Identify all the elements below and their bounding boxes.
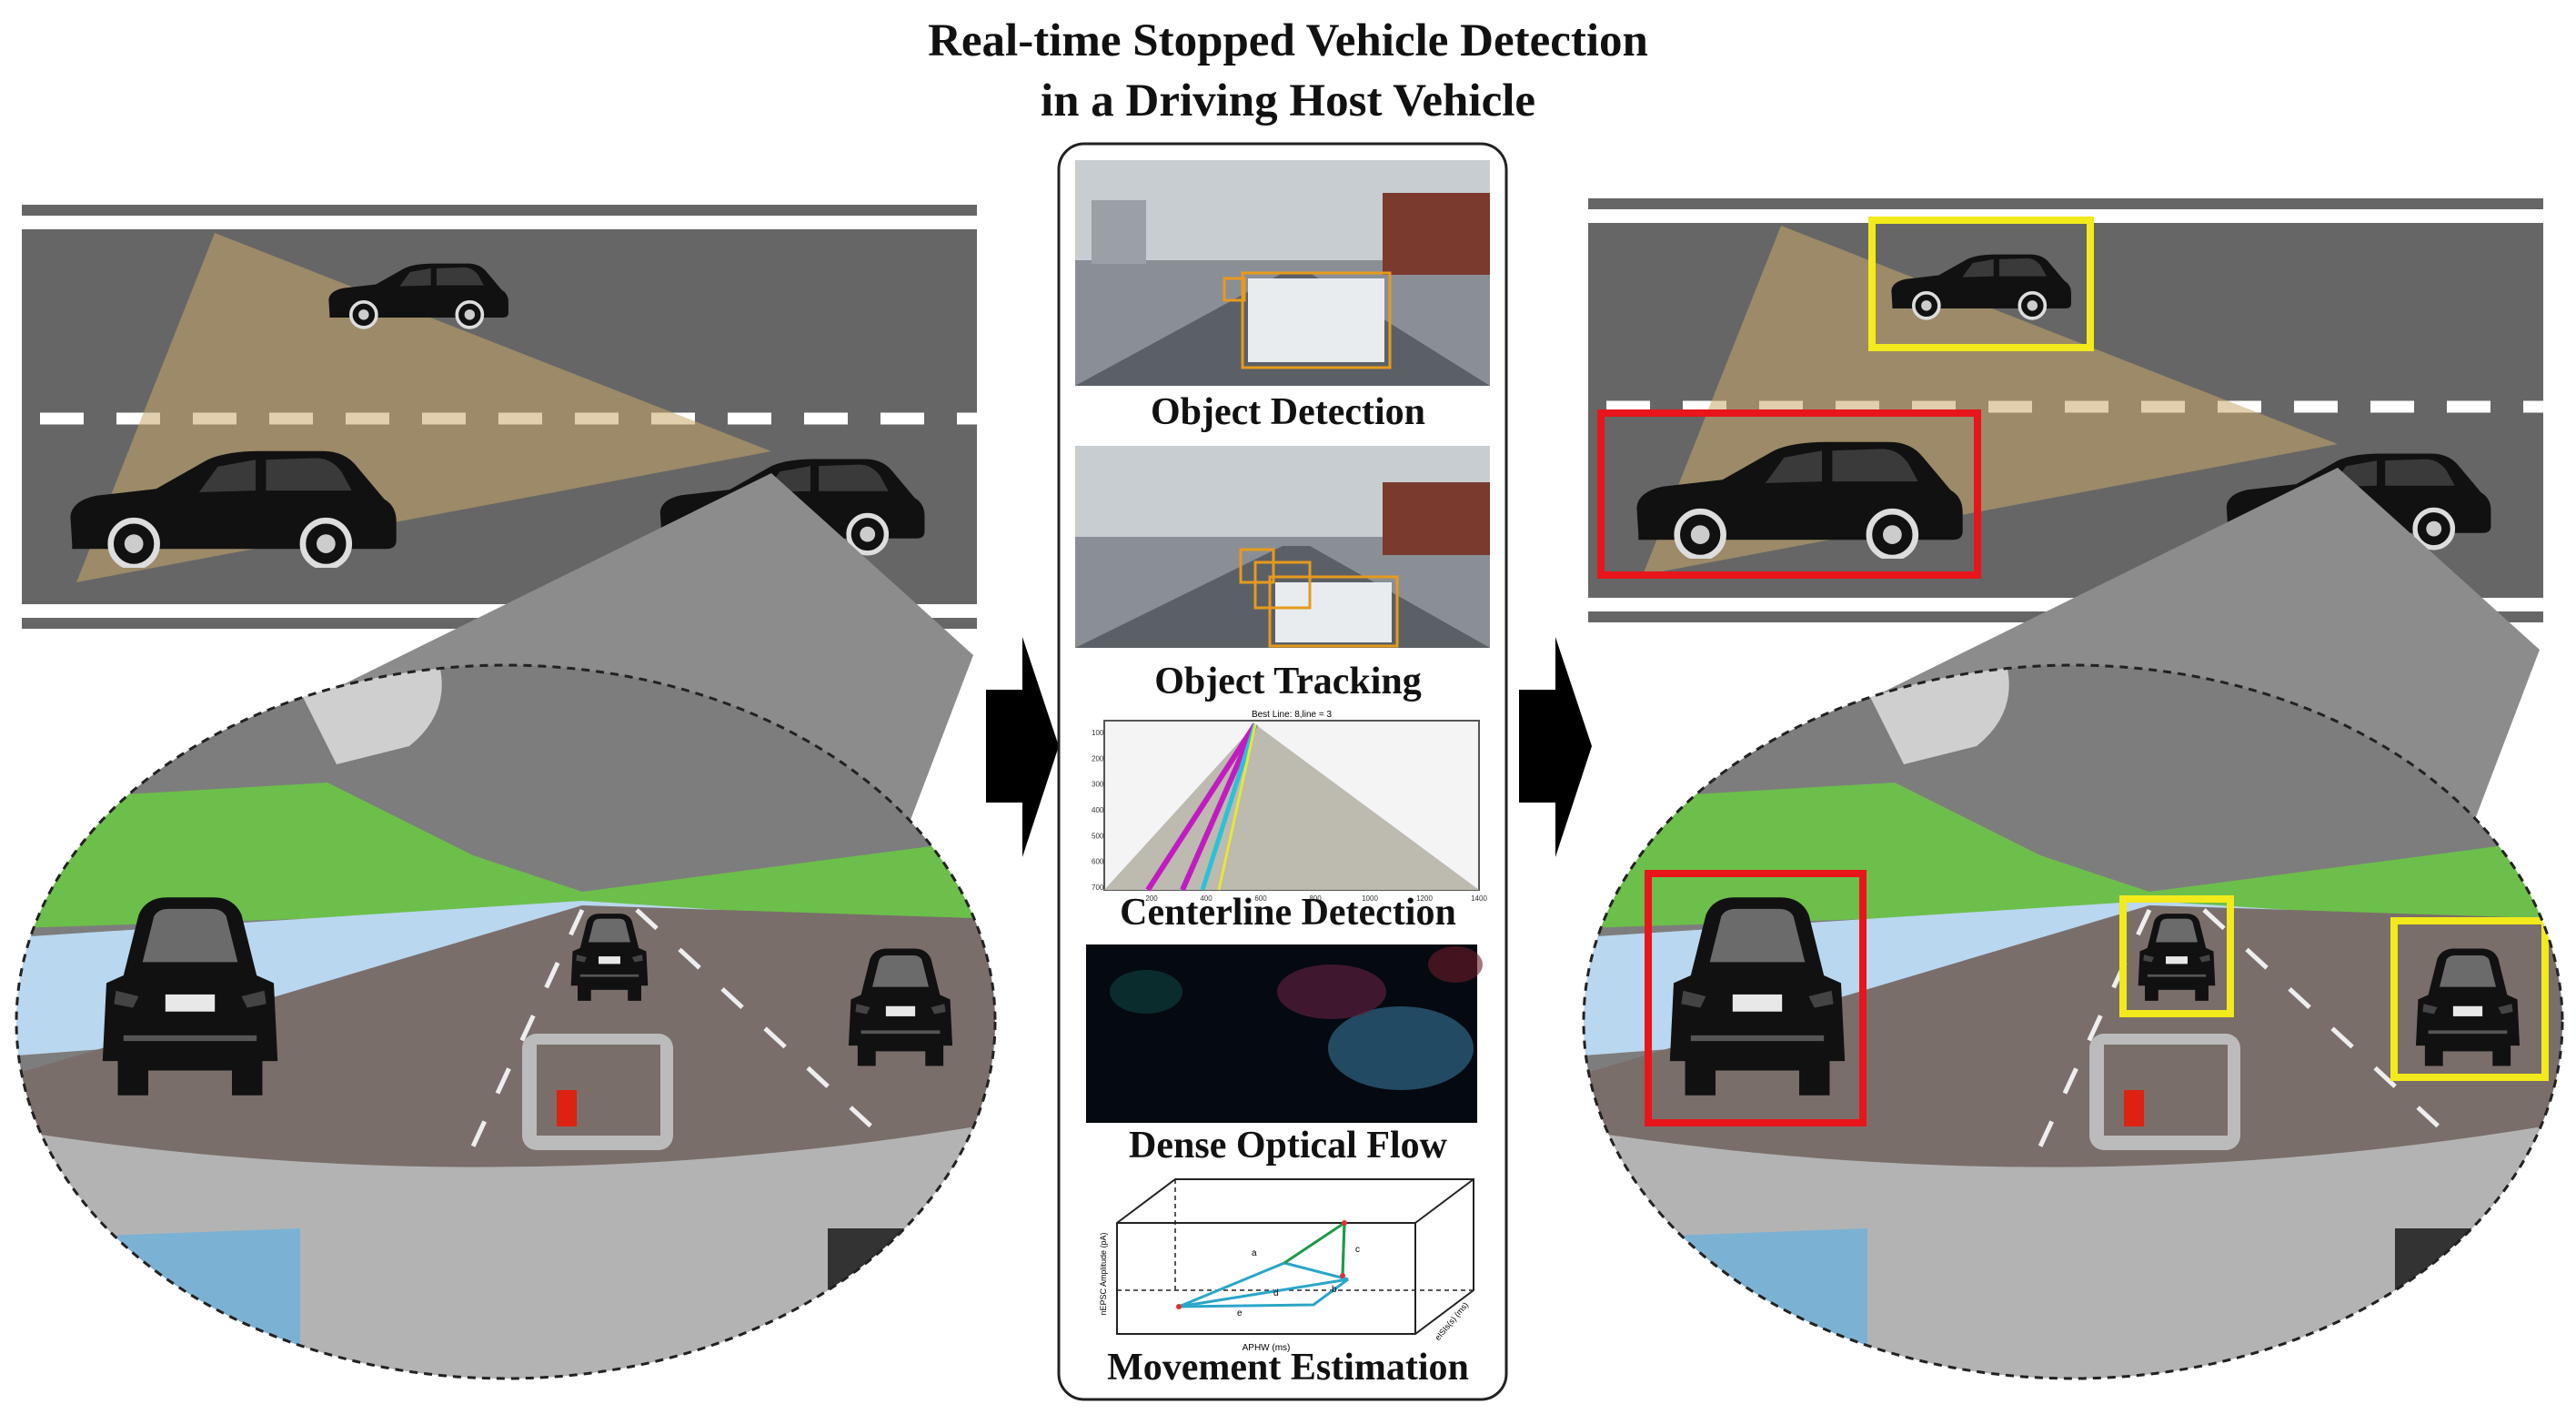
centerline-plot: Best Line: 8,line = 3 100 200 300 400 500 600… <box>1092 710 1487 903</box>
centerline-y-tick: 200 <box>1092 754 1104 763</box>
driver-view-right <box>1584 665 2562 1379</box>
centerline-y-tick: 300 <box>1092 781 1104 789</box>
centerline-x-tick: 1400 <box>1471 894 1487 903</box>
point-label-d: d <box>1273 1288 1279 1298</box>
centerline-x-tick: 400 <box>1200 894 1213 903</box>
label-object-tracking: Object Tracking <box>1154 661 1422 702</box>
point-label-b: b <box>1332 1285 1337 1295</box>
centerline-y-tick: 600 <box>1092 858 1104 866</box>
label-object-detection: Object Detection <box>1150 391 1426 433</box>
centerline-x-tick: 1000 <box>1362 894 1378 903</box>
stopped-vehicle-box-view <box>1645 870 1867 1126</box>
arrow-right <box>1519 637 1592 857</box>
arrow-left <box>986 637 1059 857</box>
moving-vehicle-box <box>1868 217 2094 351</box>
label-centerline-detection: Centerline Detection <box>1120 892 1456 934</box>
centerline-x-tick: 800 <box>1309 894 1322 903</box>
driver-view-left <box>16 665 995 1379</box>
left-scene <box>15 205 997 1380</box>
centerline-y-tick: 400 <box>1092 806 1104 814</box>
centerline-x-tick: 1200 <box>1416 894 1433 903</box>
driver-view-outline-left <box>15 663 997 1380</box>
stopped-vehicle-box <box>1597 409 1981 579</box>
point-label-e: e <box>1237 1308 1243 1318</box>
label-dense-optical-flow: Dense Optical Flow <box>1129 1125 1447 1167</box>
moving-vehicle-box-view-2 <box>2390 917 2549 1081</box>
movement-plot-xlabel: APHW (ms) <box>1243 1343 1291 1353</box>
centerline-plot-title: Best Line: 8,line = 3 <box>1252 710 1333 720</box>
centerline-x-tick: 200 <box>1145 894 1158 903</box>
point-label-c: c <box>1355 1245 1360 1255</box>
object-tracking-image <box>1075 446 1490 648</box>
movement-plot-ylabel: nEPSC Amplitude (pA) <box>1099 1232 1108 1315</box>
movement-estimation-plot: a b c d e APHW (ms) nEPSC Amplitude (pA)… <box>1079 1174 1479 1372</box>
centerline-x-tick: 600 <box>1254 894 1267 903</box>
centerline-y-tick: 700 <box>1092 884 1104 892</box>
right-scene <box>1582 198 2564 1380</box>
centerline-y-tick: 100 <box>1092 729 1104 737</box>
object-detection-image <box>1075 160 1490 386</box>
driver-view-outline-right <box>1582 663 2564 1380</box>
title-line-2: in a Driving Host Vehicle <box>1040 76 1536 126</box>
point-label-a: a <box>1252 1248 1257 1258</box>
title-line-1: Real-time Stopped Vehicle Detection <box>928 15 1648 66</box>
optical-flow-image <box>1086 944 1483 1123</box>
label-movement-estimation: Movement Estimation <box>1107 1347 1469 1389</box>
centerline-y-tick: 500 <box>1092 832 1104 840</box>
moving-vehicle-box-view-1 <box>2119 895 2234 1017</box>
